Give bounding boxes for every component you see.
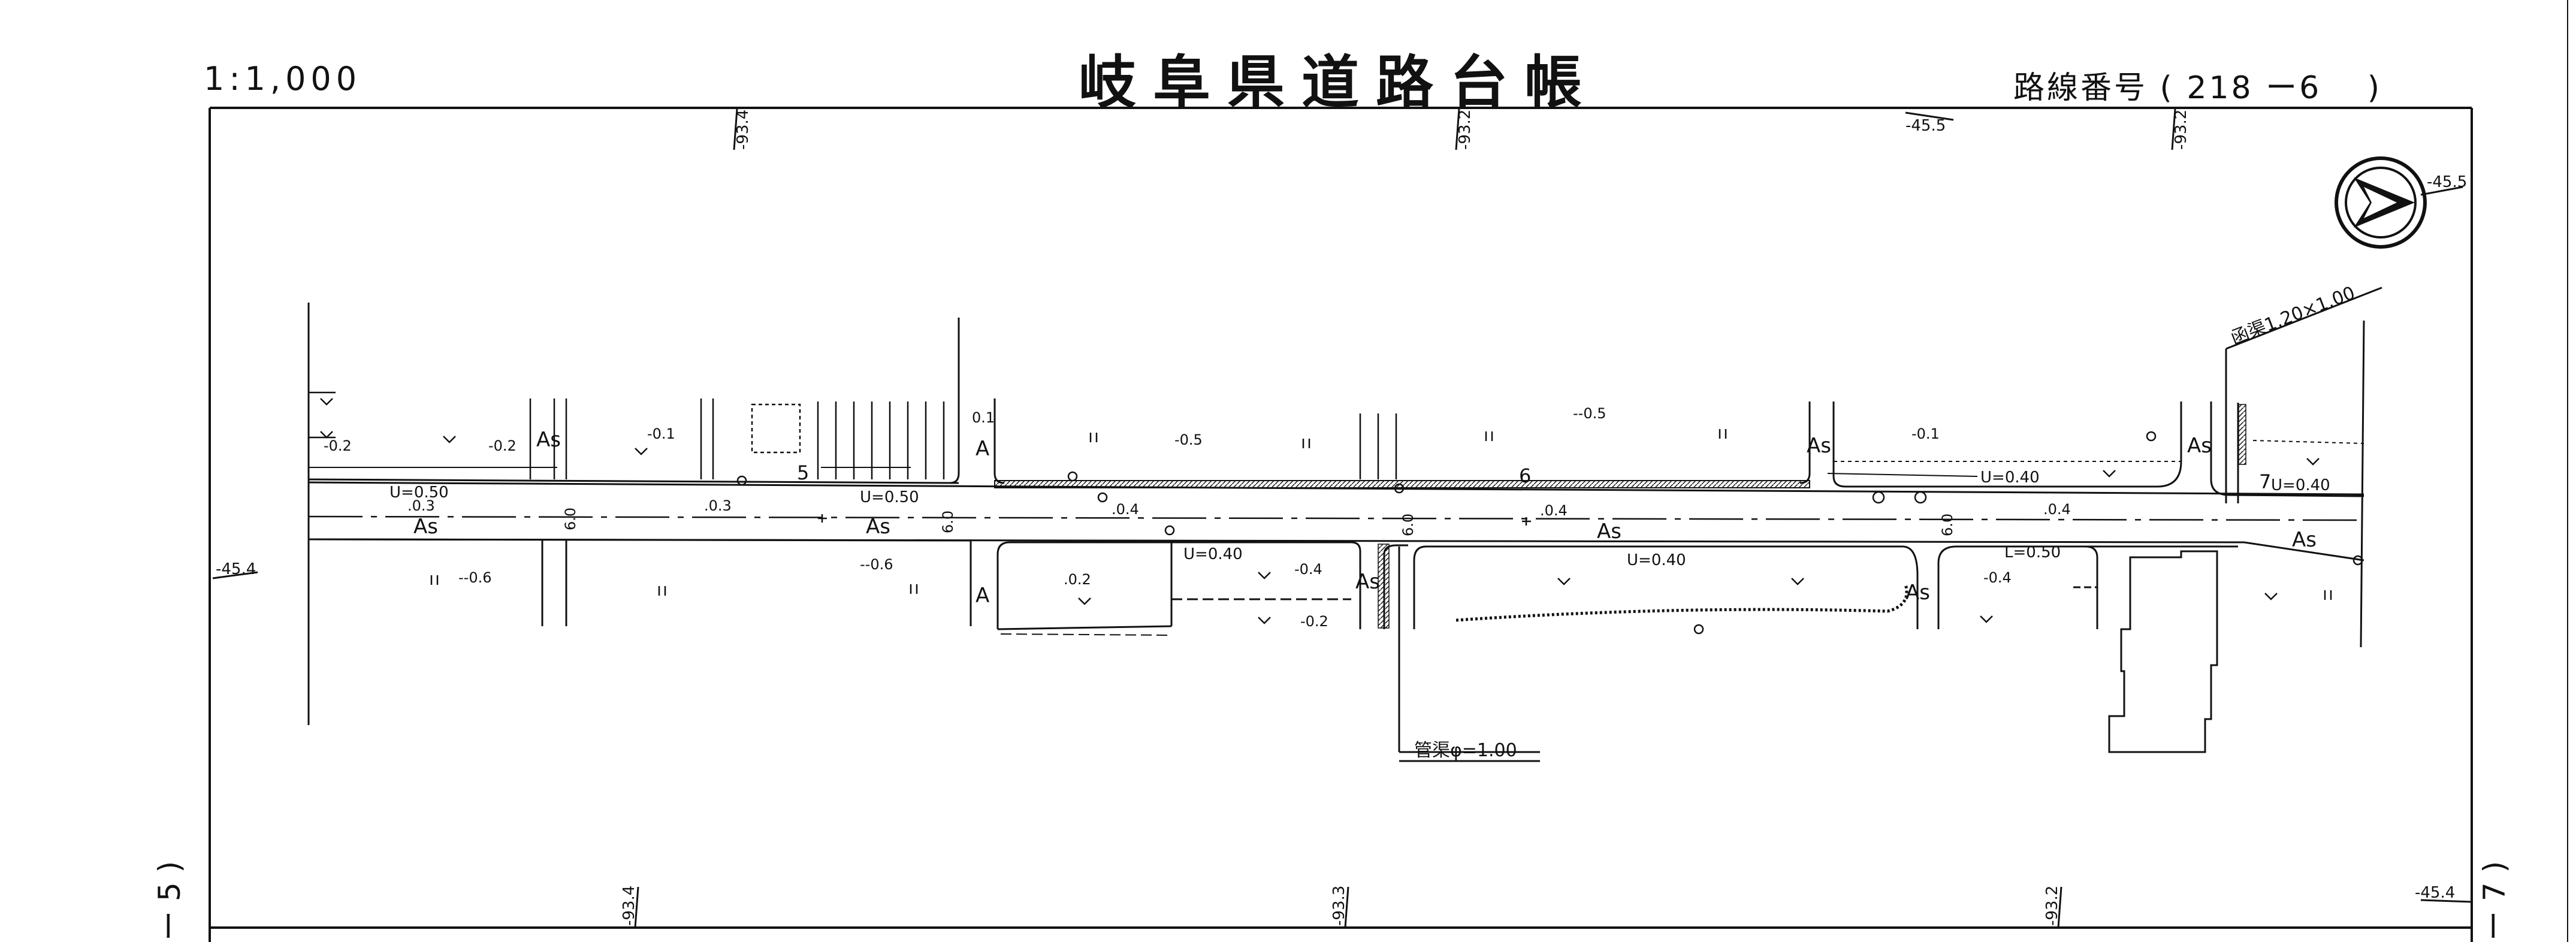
width-label-2: 6.0 [940, 511, 956, 533]
box-culvert-label: 函渠1.20×1.00 [2228, 282, 2358, 349]
surface-labels: As As As As As As As As As A A [413, 428, 2317, 608]
grid-label-bottom-3: -93.2 [2043, 886, 2061, 926]
left-sheet-ref: ー 5 ) [152, 861, 187, 941]
plan-extent-lines [307, 303, 2365, 725]
ditch-label-4: U=0.40 [1627, 551, 1686, 569]
grid-label-top-2: -93.2 [1456, 110, 1474, 150]
elevation-15: -0.4 [1294, 561, 1322, 578]
block-number-7: 7 [2259, 470, 2271, 493]
pipe-culvert [1378, 544, 1540, 762]
pipe-culvert-label: 管渠φ=1.00 [1414, 740, 1517, 761]
width-labels: 6.0 6.0 6.0 6.0 [562, 508, 1956, 536]
grid-label-right-top: -45.5 [2427, 173, 2467, 191]
north-curbs [308, 318, 2364, 497]
route-number: 路線番号 ( 218 ー6 ) [2013, 62, 2382, 107]
block-number-5: 5 [797, 461, 809, 484]
grid-label-top-4: -93.2 [2172, 110, 2190, 150]
width-label-3: 6.0 [1400, 514, 1417, 536]
elevation-3: -0.1 [647, 425, 675, 442]
elevation-13: --0.6 [860, 556, 893, 573]
elevation-12: --0.6 [458, 569, 492, 586]
elevation-2: -0.2 [488, 437, 517, 454]
ditch-label-5: U=0.40 [1980, 469, 2040, 487]
building-outline [2108, 550, 2218, 753]
surface-as-1: As [413, 515, 438, 539]
grid-label-top-1: -93.4 [734, 110, 752, 150]
ditch-label-1: U=0.50 [389, 484, 449, 502]
route-number-label: 路線番号 [2013, 70, 2148, 106]
grid-label-bottom-right: -45.4 [2415, 884, 2455, 902]
south-curbs [308, 538, 2238, 753]
box-culvert [2225, 286, 2382, 503]
surface-as-7: As [2187, 434, 2212, 458]
surface-a-2: A [976, 584, 989, 608]
ditch-label-2: U=0.50 [860, 488, 919, 506]
surface-as-9: As [1905, 581, 1930, 605]
surface-as-5: As [536, 428, 561, 452]
ditch-label-3: U=0.40 [1183, 545, 1243, 563]
elevation-14: .0.2 [1064, 571, 1091, 588]
elevation-6: -0.1 [1911, 425, 1940, 442]
ditch-labels: U=0.50 U=0.50 U=0.40 U=0.40 U=0.40 U=0.4… [389, 469, 2330, 569]
sheet-frame [209, 0, 2568, 942]
surface-as-3: As [1597, 520, 1621, 544]
elevation-9: .0.4 [1112, 501, 1139, 518]
surface-as-8: As [1355, 570, 1380, 594]
elevation-18: 0.1 [972, 409, 995, 426]
elevation-8: .0.3 [704, 497, 732, 514]
route-number-value: ( 218 ー6 ) [2160, 70, 2382, 106]
surface-as-6: As [1807, 434, 1831, 458]
north-arrow-icon [2335, 156, 2427, 249]
width-label-1: 6.0 [562, 508, 579, 530]
grid-label-top-3: -45.5 [1905, 117, 1946, 135]
elevation-16: -0.2 [1300, 613, 1328, 630]
drawing-title: 岐阜県道路台帳 [1079, 49, 1599, 116]
parking-stalls [309, 391, 1397, 479]
right-sheet-ref: ー 7 ) [2477, 861, 2512, 941]
elevation-5: --0.5 [1573, 405, 1606, 422]
scale-label: 1:1,000 [204, 60, 362, 98]
grid-label-bottom-1: -93.4 [620, 886, 638, 926]
map-symbols [320, 398, 2363, 635]
ditch-label-7: L=0.50 [2004, 544, 2061, 561]
elevation-4: -0.5 [1174, 431, 1203, 448]
elevation-1: -0.2 [324, 437, 352, 454]
elevation-10: .0.4 [1540, 502, 1568, 519]
block-number-6: 6 [1519, 464, 1531, 487]
surface-as-4: As [2292, 528, 2317, 552]
spot-elevations: -0.2 -0.2 -0.1 -0.5 --0.5 -0.1 .0.3 .0.3… [324, 405, 2071, 630]
surface-as-2: As [866, 515, 890, 539]
width-label-4: 6.0 [1939, 514, 1956, 536]
grid-label-left-mid: -45.4 [216, 560, 256, 578]
grid-ticks [212, 108, 2472, 928]
elevation-7: .0.3 [407, 497, 435, 514]
ditch-label-6: U=0.40 [2271, 476, 2330, 494]
surface-a-1: A [976, 437, 989, 461]
grid-label-bottom-2: -93.3 [1330, 886, 1348, 926]
elevation-17: -0.4 [1983, 569, 2012, 586]
block-numbers: 5 6 7 [797, 461, 2271, 493]
elevation-11: .0.4 [2043, 501, 2071, 518]
